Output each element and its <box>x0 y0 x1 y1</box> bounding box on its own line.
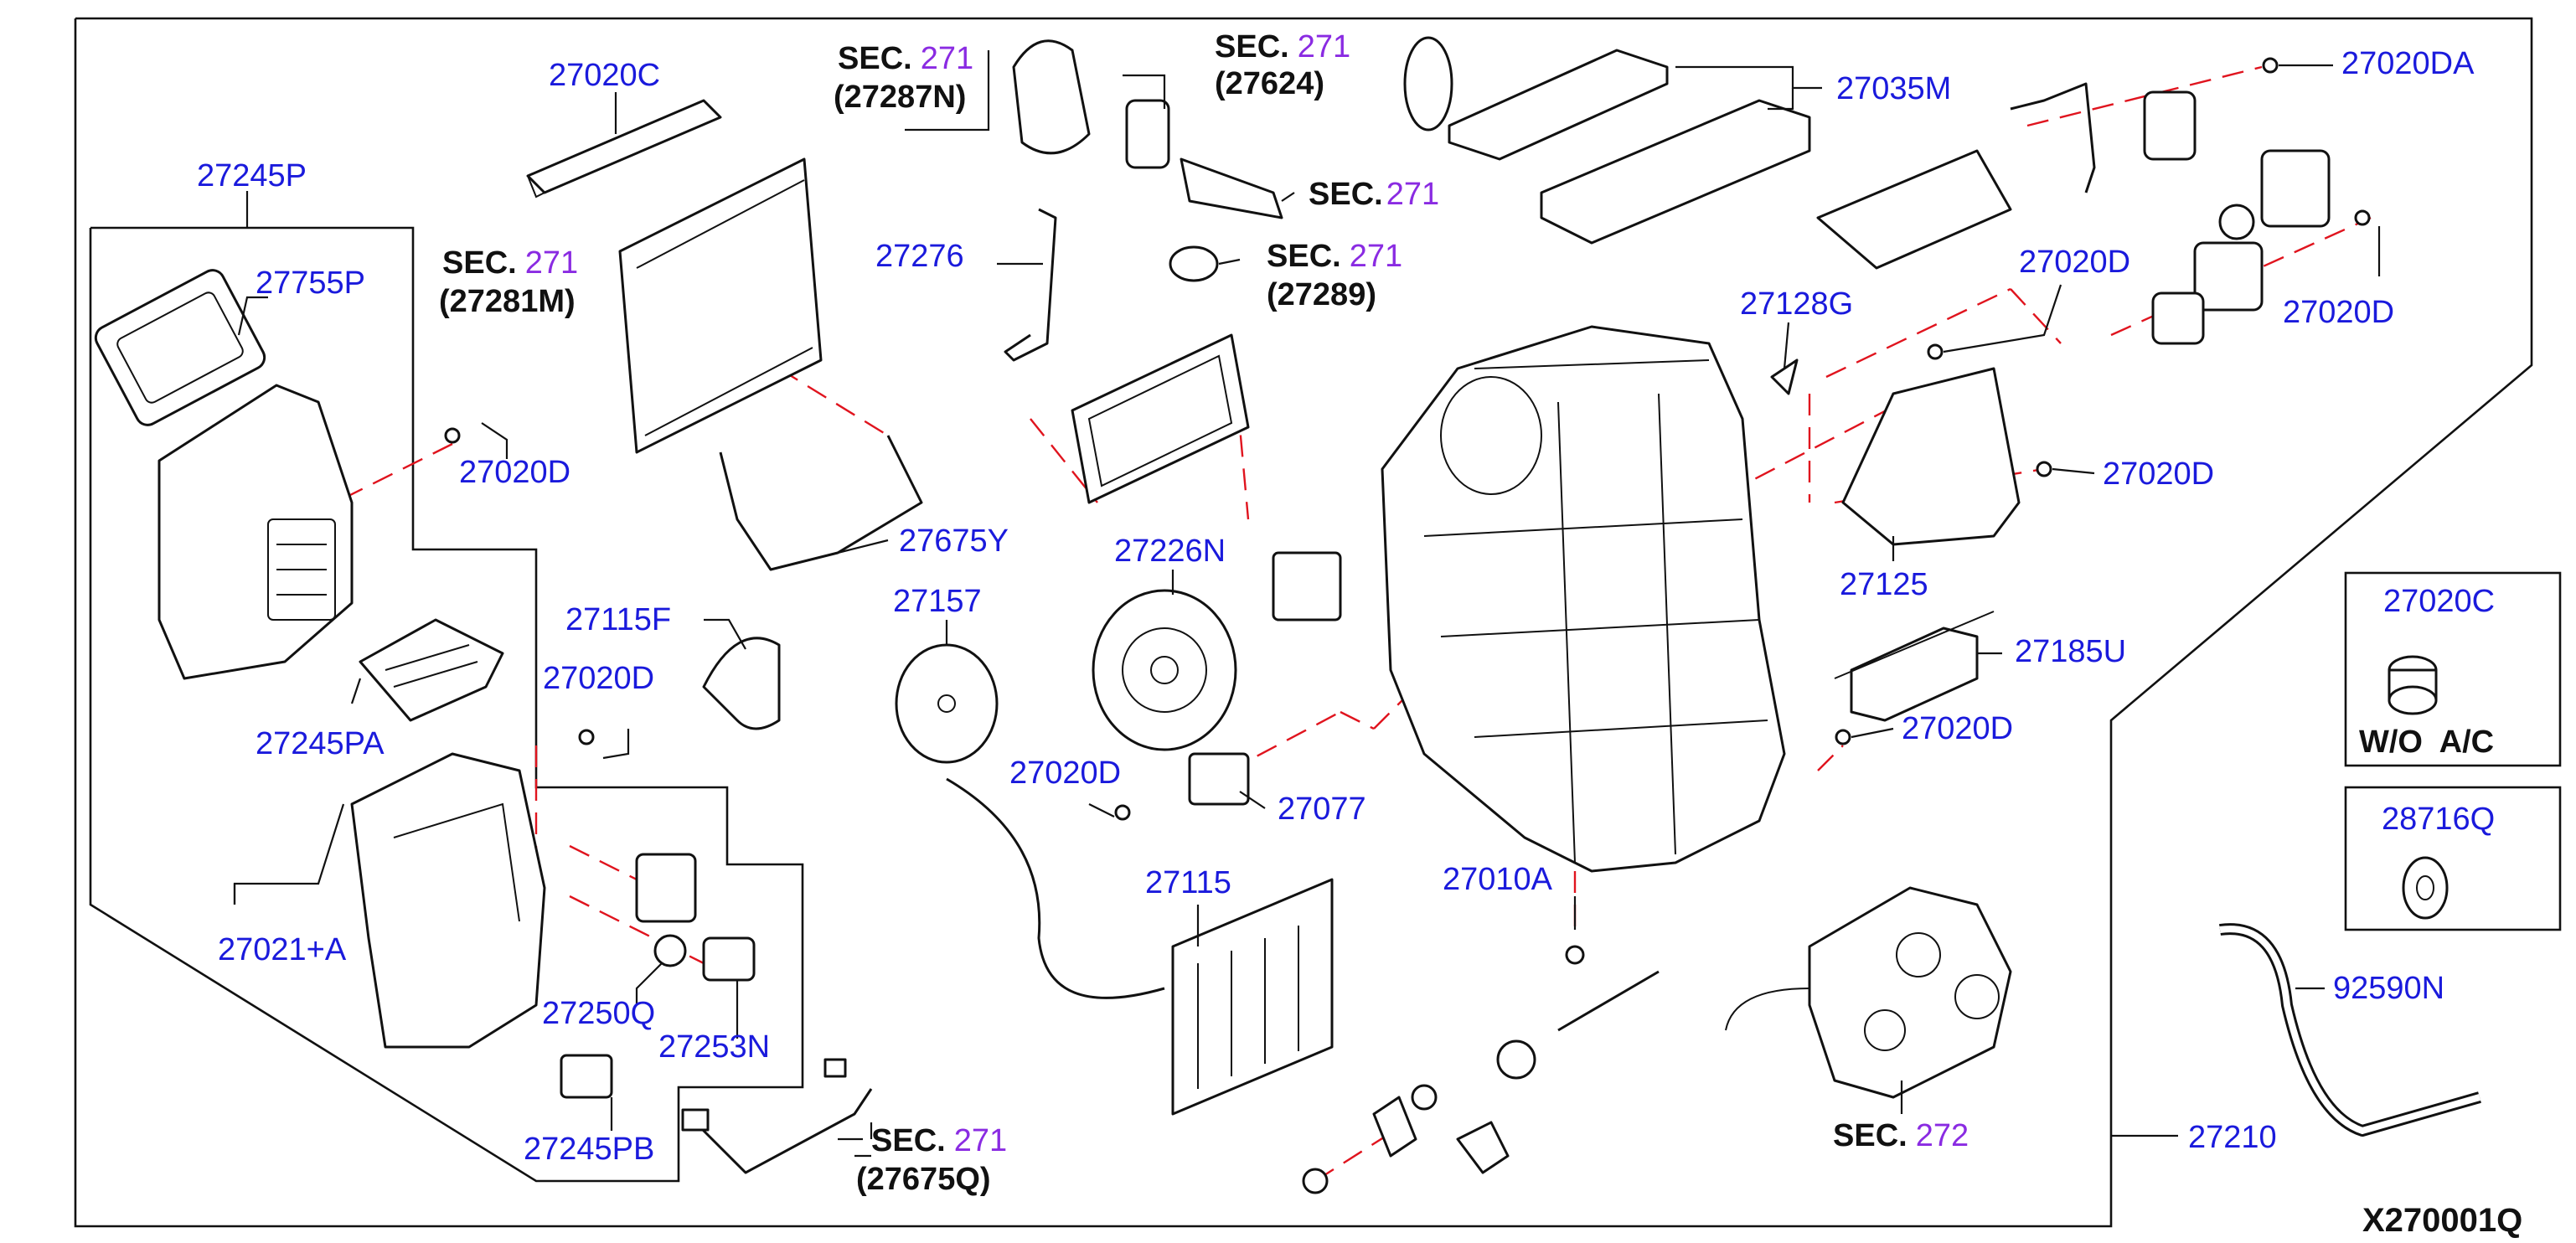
sec-ref-27281M: SEC.271 <box>442 245 578 281</box>
filter-grid-part <box>359 618 504 722</box>
section-references: SEC.271 (27287N) SEC.271 (27624) SEC.271… <box>439 29 1969 1197</box>
sec-ref-272: SEC.272 <box>1833 1118 1969 1153</box>
bracket-part <box>1004 208 1057 362</box>
drain-hose-part <box>2219 923 2481 1137</box>
label-27128G: 27128G <box>1740 286 1853 322</box>
sec-sub-27289: (27289) <box>1267 277 1376 312</box>
heater-hose-part <box>702 637 781 730</box>
label-27157: 27157 <box>893 584 982 619</box>
diagram-reference-code: X270001Q <box>2362 1202 2522 1239</box>
label-27245P: 27245P <box>197 158 307 193</box>
actuator-part <box>635 853 756 982</box>
sec-ref-27287N: SEC.271 <box>838 41 973 76</box>
label-27020D-f: 27020D <box>2103 456 2214 492</box>
label-27115F: 27115F <box>565 602 671 637</box>
seal-28716Q-part <box>2402 856 2449 920</box>
label-27250Q: 27250Q <box>542 996 655 1031</box>
left-assembly-bracket <box>89 226 804 1183</box>
actuator-cluster-part <box>1816 82 2331 345</box>
control-rod-part <box>1496 970 1660 1080</box>
seal-frame-part <box>1403 36 1811 245</box>
wo-ac-box <box>2344 571 2562 767</box>
label-27115: 27115 <box>1145 865 1231 900</box>
screws-group <box>444 57 2371 821</box>
duct-strip-part <box>526 99 722 199</box>
label-27010A: 27010A <box>1443 862 1553 897</box>
part-labels: 27020C 27245P 27755P 27020D 27245PA 2702… <box>197 46 2495 1167</box>
label-27035M: 27035M <box>1836 71 1951 106</box>
evaporator-part <box>618 157 823 454</box>
label-92590N: 92590N <box>2333 971 2444 1006</box>
label-27020D-g: 27020D <box>1902 711 2013 746</box>
fan-resistor-part <box>1188 752 1250 806</box>
label-27125: 27125 <box>1840 567 1928 602</box>
filter-frame-part <box>94 269 266 426</box>
label-27675Y: 27675Y <box>899 524 1009 559</box>
blower-motor-part <box>1092 589 1237 751</box>
sec-sub-27675Q: (27675Q) <box>856 1162 991 1197</box>
resistor-part <box>1272 551 1342 622</box>
sec-ref-pipe: SEC.271 <box>1309 177 1439 212</box>
outer-frame <box>74 17 2533 1228</box>
label-27755P: 27755P <box>256 266 365 301</box>
note-wo-ac: W/O A/C <box>2359 725 2494 760</box>
control-unit-part <box>1725 886 2012 1099</box>
sec-sub-27624: (27624) <box>1215 66 1324 101</box>
label-27077: 27077 <box>1278 792 1366 827</box>
sec271-valve-part <box>1125 99 1170 169</box>
filter-panel-part <box>1071 333 1250 504</box>
label-27021A: 27021+A <box>218 932 347 967</box>
label-28716Q: 28716Q <box>2382 802 2495 837</box>
heater-unit-part <box>1381 325 1786 873</box>
label-27020D-e: 27020D <box>2283 295 2394 330</box>
label-27185U: 27185U <box>2015 634 2126 669</box>
sec271-hose-part <box>1012 39 1091 155</box>
label-27245PB: 27245PB <box>524 1132 654 1167</box>
seal-box <box>2344 786 2562 931</box>
label-27020D-b: 27020D <box>543 661 654 696</box>
intake-housing-part <box>157 384 354 680</box>
label-27226N: 27226N <box>1114 534 1226 569</box>
label-27210: 27210 <box>2188 1120 2277 1155</box>
screw-27010A-part <box>1565 945 1585 965</box>
sec-sub-27287N: (27287N) <box>834 80 966 115</box>
label-27020D-c: 27020D <box>1009 756 1121 791</box>
sec271-seal-part <box>1169 245 1219 282</box>
label-27276: 27276 <box>875 239 964 274</box>
fan-part <box>895 643 999 764</box>
label-27020C-box: 27020C <box>2383 584 2495 619</box>
sec-ref-27289: SEC.271 <box>1267 239 1402 274</box>
grille-27185U-part <box>1834 611 1995 722</box>
sec-ref-27675Q: SEC.271 <box>871 1123 1007 1158</box>
blower-duct-part <box>350 752 546 1049</box>
leader-lines <box>233 50 2381 1158</box>
label-27020C-top: 27020C <box>549 58 660 93</box>
label-27020D-a: 27020D <box>459 455 570 490</box>
connector-part <box>560 1054 613 1099</box>
label-27245PA: 27245PA <box>256 726 385 761</box>
label-27020D-d: 27020D <box>2019 245 2130 280</box>
lever-part <box>1302 1084 1510 1194</box>
sec-ref-27624: SEC.271 <box>1215 29 1350 64</box>
heater-core-part <box>946 777 1334 1116</box>
sensor-wire-part <box>719 435 923 571</box>
grommet-part <box>2388 655 2438 715</box>
sec271-pipe-part <box>1180 157 1283 219</box>
label-27020DA: 27020DA <box>2341 46 2475 81</box>
label-27253N: 27253N <box>658 1029 770 1065</box>
sec-sub-27281M: (27281M) <box>439 284 576 319</box>
defrost-duct-part <box>1841 367 2021 546</box>
harness-part <box>681 1058 873 1174</box>
